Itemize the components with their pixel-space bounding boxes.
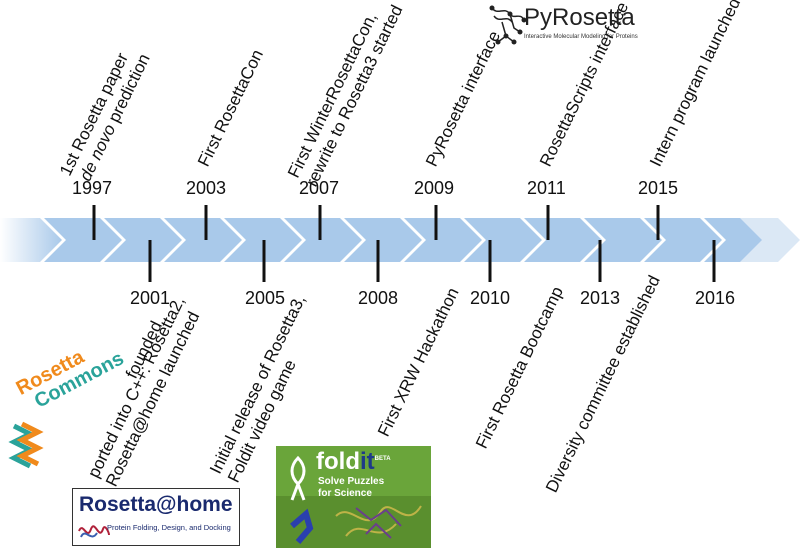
year-2015: 2015 [638, 178, 679, 198]
rosetta-at-home-subtitle: Protein Folding, Design, and Docking [107, 523, 231, 532]
year-2013: 2013 [580, 288, 621, 308]
foldit-tagline-2: for Science [318, 488, 372, 499]
year-2008: 2008 [358, 288, 399, 308]
year-2011: 2011 [527, 178, 566, 198]
year-2016: 2016 [695, 288, 736, 308]
protein-ribbon-icon [78, 525, 110, 538]
foldit-word-fold: fold [316, 448, 360, 475]
year-2007: 2007 [299, 178, 340, 198]
year-1997: 1997 [72, 178, 113, 198]
timeline-chevrons [0, 218, 800, 262]
foldit-logo: folditBETA Solve Puzzles for Science [276, 446, 431, 548]
pyrosetta-logo: PyRosetta Interactive Molecular Modeling… [484, 2, 644, 48]
pyrosetta-title: PyRosetta [524, 4, 635, 31]
year-2010: 2010 [470, 288, 511, 308]
year-2009: 2009 [414, 178, 455, 198]
foldit-protein-art [276, 446, 431, 548]
foldit-wordmark: folditBETA [316, 448, 391, 476]
timeline-ticks [92, 205, 716, 282]
foldit-tagline-1: Solve Puzzles [318, 476, 385, 487]
rosetta-at-home-title: Rosetta@home [79, 493, 233, 516]
rosetta-at-home-logo: Rosetta@home Protein Folding, Design, an… [72, 488, 240, 546]
foldit-beta-tag: BETA [374, 456, 391, 462]
rosetta-commons-logo: Rosetta Commons [8, 346, 138, 470]
pyrosetta-molecule-icon [489, 5, 527, 45]
foldit-word-it: it [359, 448, 375, 475]
year-2001: 2001 [130, 288, 171, 308]
year-2005: 2005 [245, 288, 286, 308]
year-2003: 2003 [186, 178, 227, 198]
helix-icon [8, 421, 44, 469]
pyrosetta-subtitle: Interactive Molecular Modeling for Prote… [524, 34, 638, 40]
